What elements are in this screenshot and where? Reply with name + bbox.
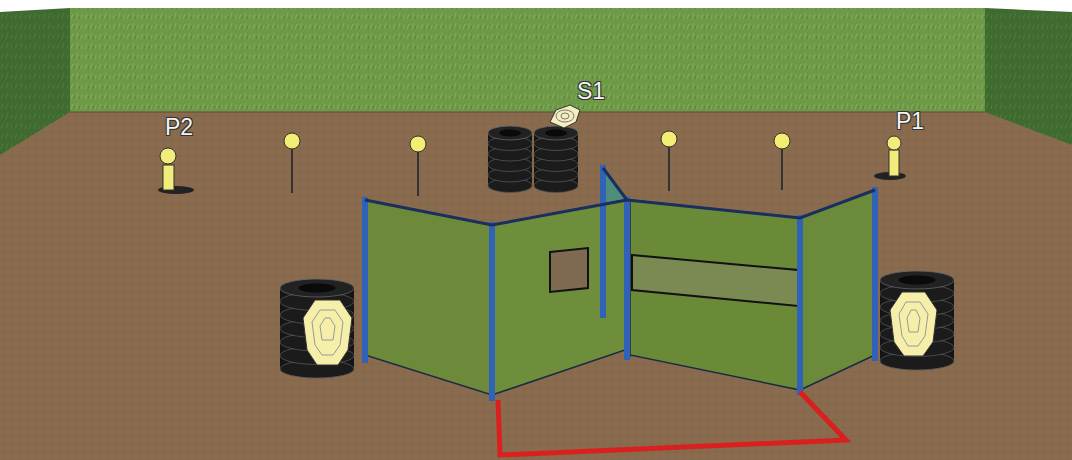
right-berm xyxy=(985,8,1072,145)
callout-label: P2 xyxy=(165,116,193,139)
tire-stack xyxy=(488,126,578,193)
paper-target xyxy=(550,105,580,128)
paper-target xyxy=(303,300,352,365)
popper-target xyxy=(874,136,906,180)
left-berm xyxy=(0,8,70,155)
back-berm xyxy=(70,8,985,112)
callout-label: P1 xyxy=(896,110,924,133)
barricade-wall xyxy=(365,168,875,395)
popper-target xyxy=(158,148,194,194)
plate-target xyxy=(284,131,790,196)
tire-stack xyxy=(880,271,954,370)
callout-label: S1 xyxy=(577,80,605,103)
paper-target xyxy=(890,292,937,356)
barricade-post xyxy=(365,168,875,398)
fault-line xyxy=(498,392,846,455)
tire-stack xyxy=(280,279,354,378)
ground xyxy=(0,100,1072,460)
